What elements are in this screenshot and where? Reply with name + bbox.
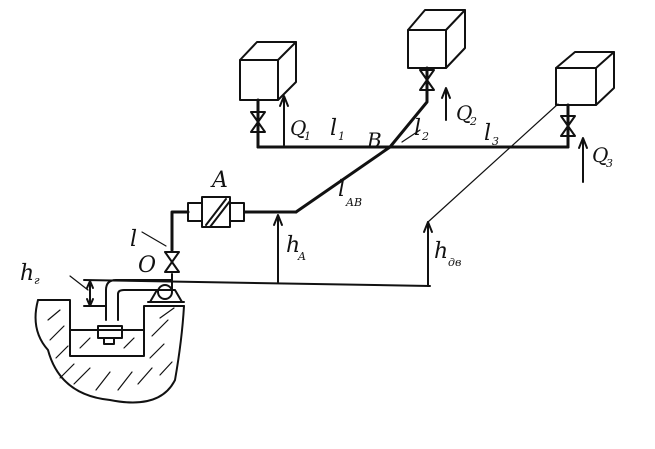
valve-o: [164, 251, 180, 273]
label-q1: Q: [290, 116, 306, 140]
label-ha-sub: A: [297, 250, 306, 263]
reservoir: [34, 299, 185, 404]
dimension-ha: [273, 214, 283, 283]
label-l1: l: [330, 116, 337, 141]
label-l3: l: [484, 121, 491, 146]
valve-1: [250, 111, 266, 133]
consumer-tank-1: [239, 41, 297, 101]
dimension-hdv: [423, 221, 433, 287]
label-l: l: [130, 227, 137, 252]
label-l3-sub: 3: [492, 135, 499, 148]
valve-3: [560, 115, 576, 137]
datum-lines: [83, 279, 431, 307]
label-q2-sub: 2: [469, 115, 477, 128]
label-b: B: [366, 128, 382, 152]
device-a-meter: [187, 196, 245, 228]
label-q1-sub: 1: [304, 130, 311, 143]
distribution-pipes: [170, 66, 570, 252]
label-l1-sub: 1: [338, 130, 345, 143]
label-o: O: [138, 253, 156, 278]
label-hdv: h: [434, 239, 448, 264]
reservoir-hatching: [47, 307, 175, 391]
label-q2: Q: [456, 101, 472, 125]
flow-arrow-q1: [279, 95, 289, 146]
consumer-tank-3: [555, 51, 615, 106]
label-lab-sub: AB: [345, 196, 362, 209]
dimension-hg: [86, 280, 94, 307]
consumer-tank-2: [407, 9, 466, 69]
label-q3-sub: 3: [606, 157, 613, 170]
label-lab: l: [338, 177, 345, 202]
label-ha: h: [286, 233, 300, 258]
label-hg: h: [20, 261, 34, 286]
valve-2: [419, 69, 435, 91]
flow-arrow-q2: [441, 87, 451, 121]
label-q3: Q: [592, 143, 608, 167]
label-a: A: [210, 168, 228, 193]
label-l2: l: [414, 116, 421, 141]
label-l2-sub: 2: [421, 130, 429, 143]
leader-lines: [69, 103, 559, 291]
flow-arrow-q3: [578, 137, 588, 183]
label-hdv-sub: дв: [448, 256, 461, 269]
label-hg-sub: г: [34, 274, 40, 287]
